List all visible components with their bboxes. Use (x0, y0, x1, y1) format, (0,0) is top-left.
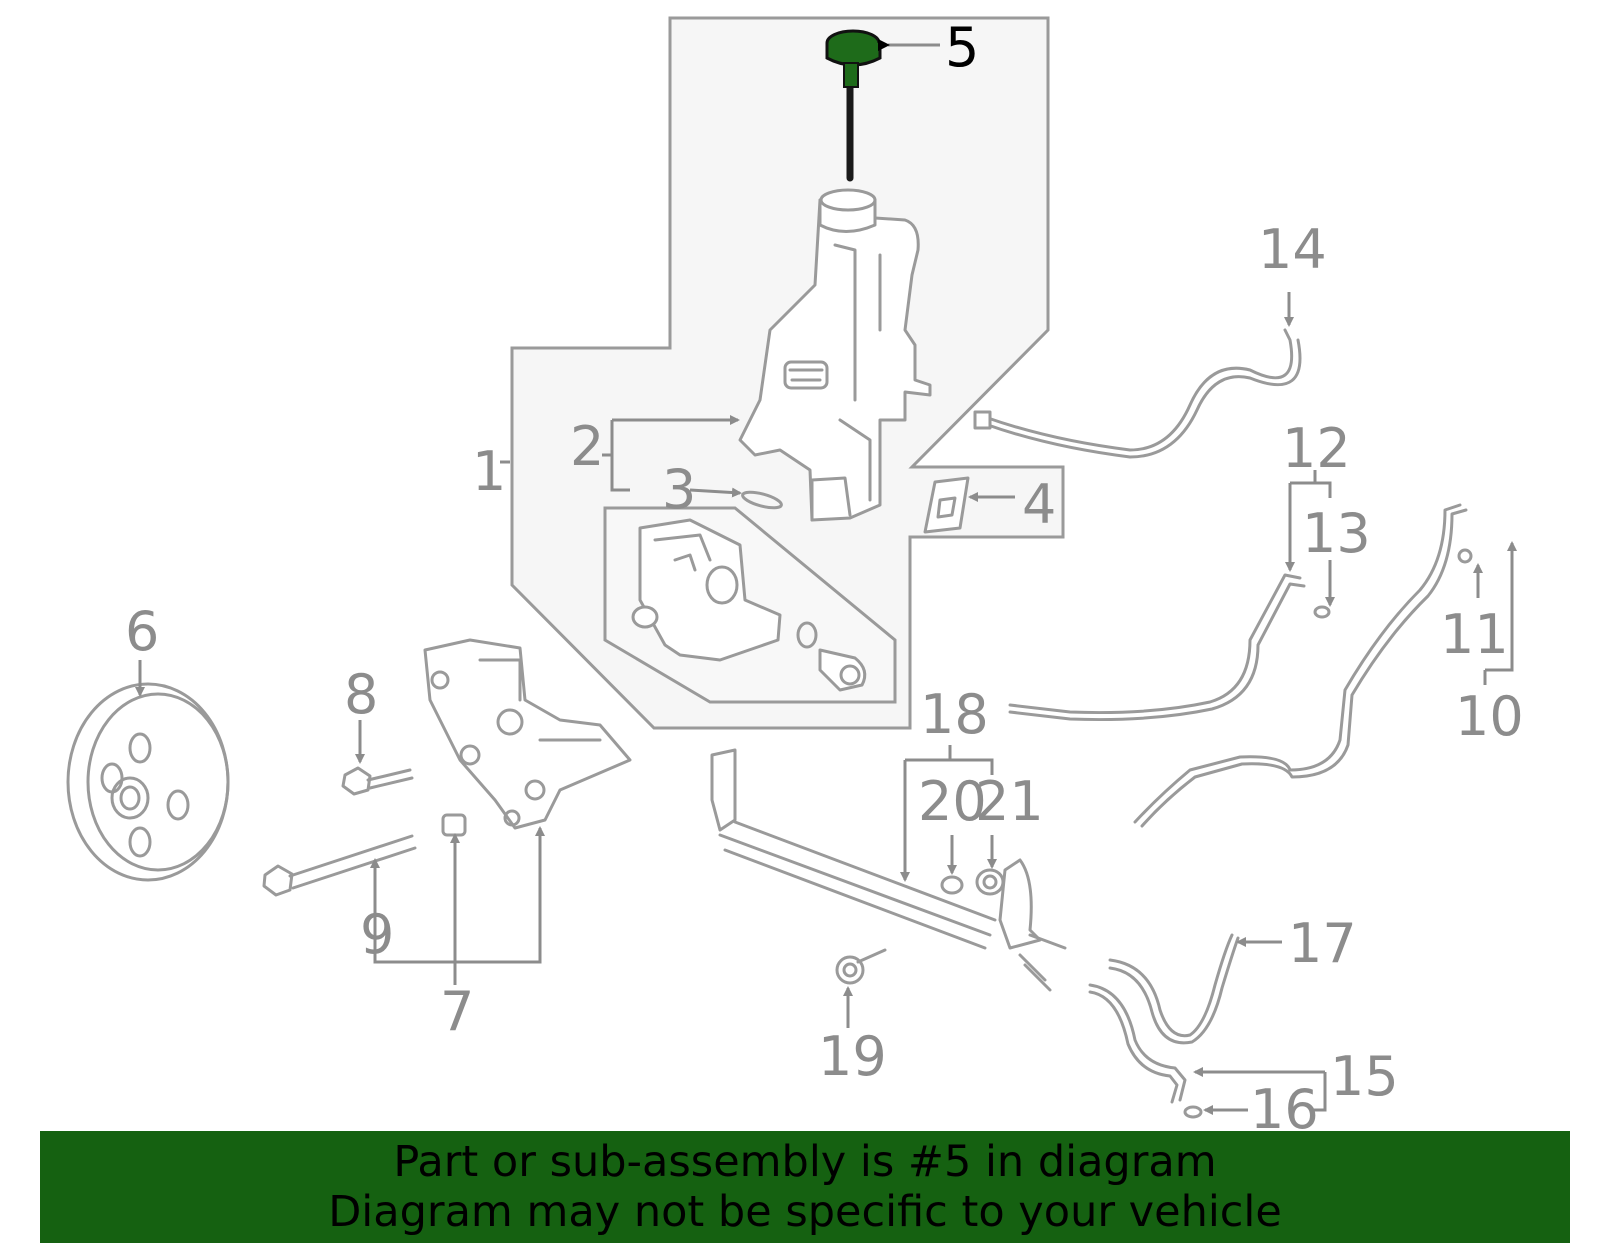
callout-18: 18 (920, 683, 989, 746)
leader-lines (135, 39, 1517, 1115)
reservoir-cap-part-5[interactable] (825, 29, 882, 182)
power-steering-pump (631, 518, 867, 692)
callout-16: 16 (1250, 1078, 1319, 1141)
bolt-part-9[interactable] (262, 834, 417, 897)
callout-15: 15 (1330, 1045, 1399, 1108)
callout-1: 1 (472, 440, 506, 503)
callout-2: 2 (570, 415, 604, 478)
callout-13: 13 (1302, 502, 1371, 565)
spacer-part-20[interactable] (940, 875, 964, 895)
hose-part-17[interactable] (1108, 933, 1234, 1038)
callout-5: 5 (945, 16, 979, 79)
callout-17: 17 (1288, 912, 1357, 975)
callout-11: 11 (1440, 603, 1509, 666)
hose-part-10[interactable] (1133, 503, 1462, 824)
bolt-part-8[interactable] (341, 766, 414, 796)
callout-21: 21 (975, 770, 1044, 833)
grommet-part-21[interactable] (975, 868, 1005, 896)
banner-line-part: Part or sub-assembly is #5 in diagram (393, 1137, 1217, 1187)
power-steering-reservoir (738, 188, 932, 522)
callout-6: 6 (125, 600, 159, 663)
pulley-part-6[interactable] (66, 682, 230, 882)
o-ring-part-3[interactable] (741, 489, 783, 511)
spacer-part-7[interactable] (441, 813, 467, 837)
callout-3: 3 (662, 458, 696, 521)
banner-line-disclaimer: Diagram may not be specific to your vehi… (328, 1187, 1282, 1237)
callout-19: 19 (818, 1025, 887, 1088)
hose-part-14[interactable] (983, 328, 1294, 452)
cooler-part-18[interactable] (710, 748, 1067, 992)
seal-part-16[interactable] (1183, 1105, 1203, 1119)
hose-part-15[interactable] (1088, 983, 1187, 1102)
callout-4: 4 (1022, 473, 1056, 536)
seal-part-13[interactable] (1313, 605, 1331, 619)
info-banner: Part or sub-assembly is #5 in diagram Di… (40, 1131, 1570, 1243)
bracket-part-4[interactable] (923, 476, 970, 534)
callout-8: 8 (344, 663, 378, 726)
callout-10: 10 (1455, 685, 1524, 748)
seal-part-11[interactable] (1457, 548, 1473, 564)
callout-14: 14 (1258, 218, 1327, 281)
callout-9: 9 (360, 903, 394, 966)
pump-bracket-part-7[interactable] (423, 638, 632, 830)
callout-12: 12 (1282, 417, 1351, 480)
hose-part-12[interactable] (1008, 573, 1302, 715)
callout-20: 20 (918, 770, 987, 833)
bolt-part-19[interactable] (835, 948, 887, 985)
callout-7: 7 (440, 980, 474, 1043)
